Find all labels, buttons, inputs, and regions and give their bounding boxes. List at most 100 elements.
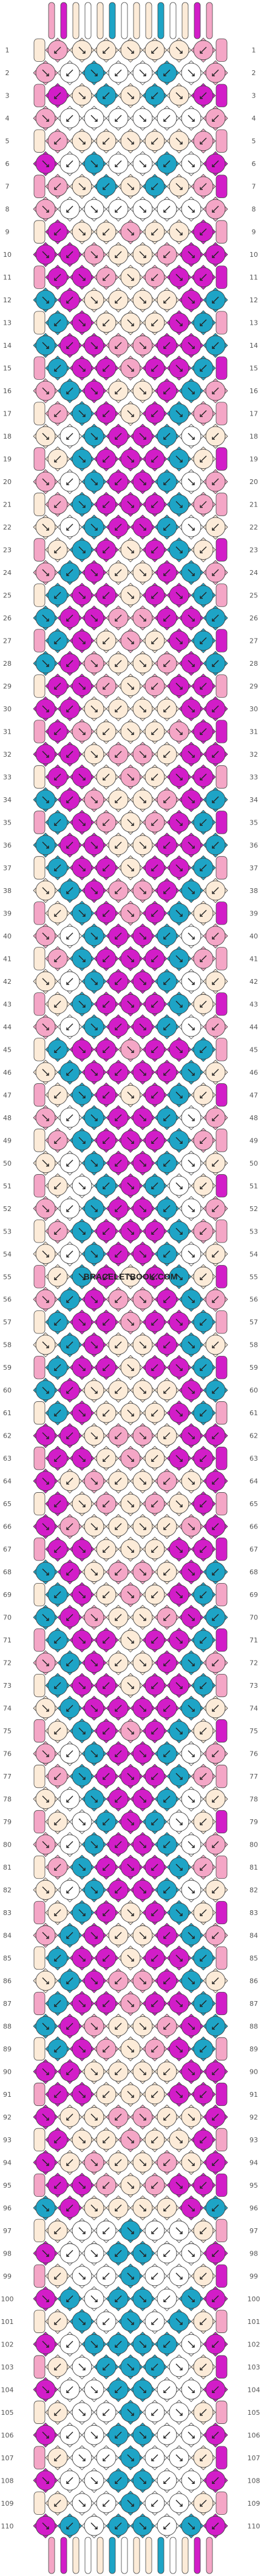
knot	[118, 764, 143, 790]
knot-direction-arrow	[127, 319, 134, 327]
row-number: 37	[249, 864, 258, 872]
knot	[130, 1287, 155, 1312]
knot	[33, 1469, 58, 1494]
edge-turn	[215, 2400, 228, 2424]
knot	[106, 2195, 131, 2220]
edge-turn	[33, 220, 46, 244]
edge-turn	[33, 1265, 46, 1289]
knot-direction-arrow	[163, 1432, 171, 1439]
knot	[154, 1014, 180, 1040]
knot-direction-arrow	[115, 569, 122, 576]
row-number: 83	[249, 1909, 258, 1917]
knot-direction-arrow	[139, 69, 146, 76]
knot-direction-arrow	[127, 92, 134, 99]
knot-direction-arrow	[66, 251, 73, 258]
edge-turn	[215, 2446, 228, 2469]
knot	[33, 2240, 58, 2266]
knot	[191, 491, 216, 517]
knot	[93, 2173, 119, 2198]
knot-direction-arrow	[54, 319, 61, 327]
knot	[203, 242, 228, 267]
knot	[130, 423, 155, 449]
knot	[118, 2354, 143, 2380]
knot	[118, 855, 143, 880]
knot-direction-arrow	[54, 955, 61, 963]
knot-direction-arrow	[163, 1296, 171, 1303]
knot	[203, 832, 228, 858]
knot-direction-arrow	[78, 1227, 86, 1235]
knot	[178, 1060, 204, 1085]
knot	[191, 764, 216, 790]
knot	[93, 1673, 119, 1698]
knot	[154, 2422, 180, 2448]
knot-direction-arrow	[42, 160, 49, 167]
knot-direction-arrow	[175, 501, 183, 508]
knot	[106, 1514, 131, 1539]
knot	[191, 1900, 216, 1925]
knot	[130, 1650, 155, 1676]
row-number: 9	[252, 228, 256, 236]
knot-direction-arrow	[139, 523, 146, 531]
knot	[130, 1696, 155, 1721]
knot	[57, 2013, 83, 2039]
knot	[118, 537, 143, 563]
knot-direction-arrow	[163, 115, 171, 122]
edge-turn	[215, 1810, 228, 1834]
knot	[57, 832, 83, 858]
knot	[57, 2331, 83, 2357]
knot	[45, 1809, 70, 1834]
knot-direction-arrow	[42, 1614, 49, 1621]
knot	[130, 514, 155, 540]
knot-direction-arrow	[188, 887, 195, 894]
knot	[33, 1922, 58, 1948]
knot	[130, 196, 155, 222]
knot	[178, 1150, 204, 1176]
knot	[45, 1127, 70, 1153]
knot	[178, 242, 204, 267]
knot-direction-arrow	[90, 251, 98, 258]
knot	[191, 946, 216, 971]
row-number: 81	[249, 1864, 258, 1871]
knot-direction-arrow	[163, 1523, 171, 1530]
knot-direction-arrow	[115, 705, 122, 712]
edge-turn	[215, 38, 228, 62]
knot	[93, 1400, 119, 1426]
edge-turn	[33, 1900, 46, 1925]
knot-direction-arrow	[212, 932, 219, 940]
knot-direction-arrow	[66, 115, 73, 122]
edge-turn	[215, 265, 228, 289]
knot	[45, 673, 70, 699]
knot-direction-arrow	[42, 1432, 49, 1439]
knot-direction-arrow	[42, 978, 49, 985]
knot	[69, 2218, 95, 2243]
row-number: 1	[252, 47, 256, 55]
knot-direction-arrow	[54, 1318, 61, 1326]
knot-direction-arrow	[212, 887, 219, 894]
knot-direction-arrow	[90, 751, 98, 758]
row-number: 34	[249, 796, 258, 804]
knot-direction-arrow	[127, 546, 134, 554]
knot	[154, 2331, 180, 2357]
knot-direction-arrow	[78, 1046, 86, 1054]
knot-direction-arrow	[103, 1000, 110, 1008]
knot	[69, 1854, 95, 1880]
row-number: 29	[249, 682, 258, 690]
knot-direction-arrow	[66, 478, 73, 485]
knot	[142, 628, 168, 654]
knot	[191, 1491, 216, 1516]
knot	[154, 514, 180, 540]
knot-direction-arrow	[90, 1569, 98, 1576]
edge-turn	[215, 1083, 228, 1107]
edge-turn	[215, 674, 228, 698]
knot	[130, 1241, 155, 1267]
knot	[81, 1014, 107, 1040]
knot-direction-arrow	[78, 546, 86, 554]
knot	[166, 1355, 192, 1380]
edge-turn	[33, 2082, 46, 2106]
knot	[93, 764, 119, 790]
knot	[33, 1968, 58, 1994]
knot-direction-arrow	[200, 365, 207, 372]
knot	[118, 2127, 143, 2153]
row-number: 17	[3, 410, 12, 418]
knot	[33, 787, 58, 812]
